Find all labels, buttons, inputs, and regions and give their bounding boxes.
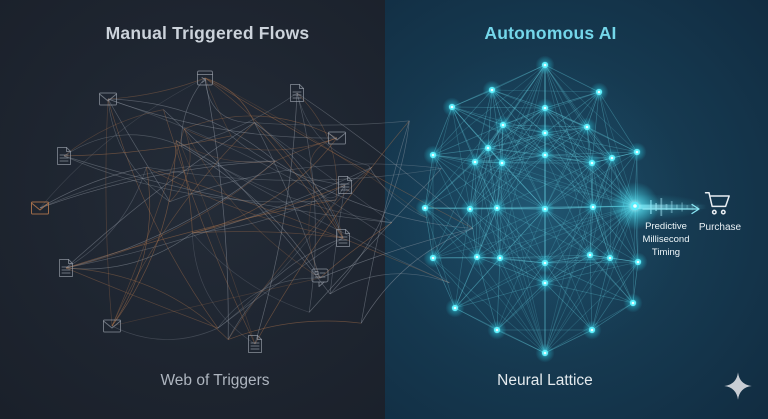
manual-flows-panel: [0, 0, 385, 419]
right-panel-caption: Neural Lattice: [497, 372, 593, 389]
timing-line: Timing: [651, 247, 681, 258]
left-panel-caption: Web of Triggers: [160, 372, 270, 389]
timing-line: Millisecond: [642, 234, 690, 245]
right-panel-title: Autonomous AI: [484, 23, 617, 43]
arrow-icon: [642, 203, 700, 215]
purchase-label: Purchase: [698, 222, 742, 233]
timing-line: Predictive: [645, 221, 687, 232]
left-panel-title: Manual Triggered Flows: [105, 23, 310, 43]
cart-icon: [704, 191, 730, 215]
timing-annotation: Predictive Millisecond Timing: [626, 220, 706, 259]
sparkle-logo-icon: [724, 372, 752, 400]
